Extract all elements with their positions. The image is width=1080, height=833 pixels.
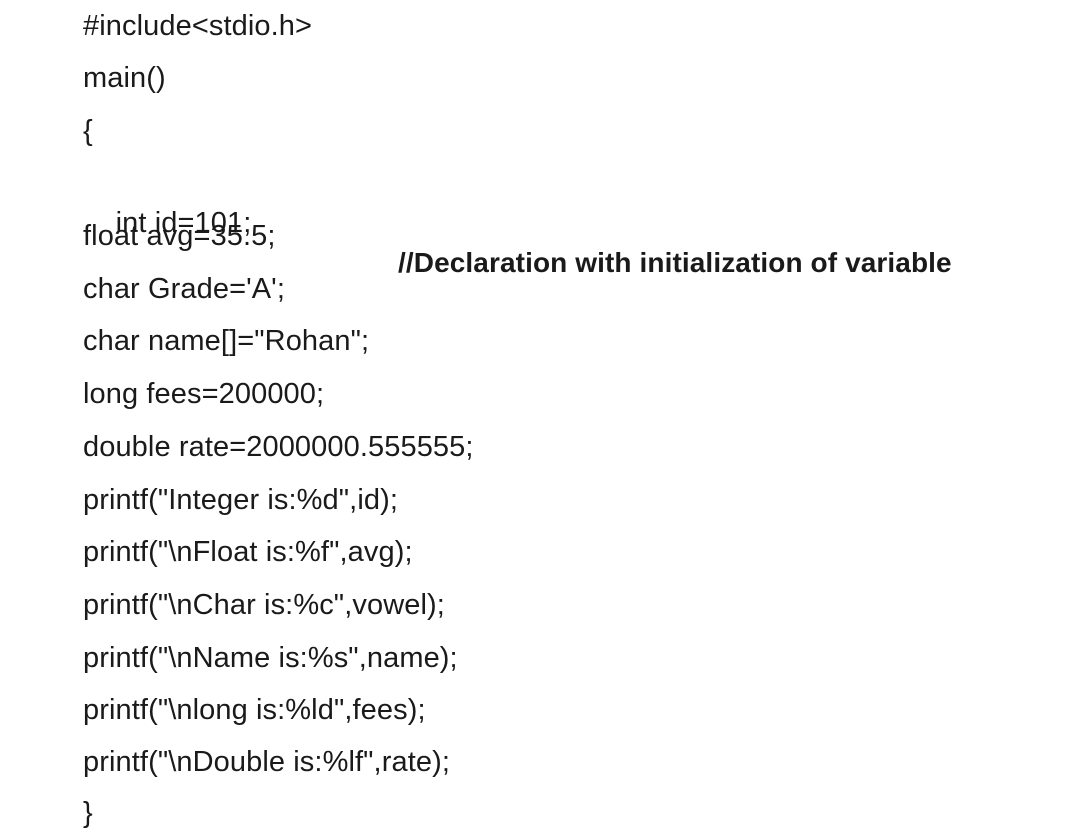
- code-line-open-brace: {: [83, 115, 93, 147]
- code-line-main: main(): [83, 62, 166, 94]
- code-line-printf-integer: printf("Integer is:%d",id);: [83, 484, 399, 516]
- code-document: #include<stdio.h> main() { int id=101; /…: [83, 0, 1073, 831]
- code-line-include: #include<stdio.h>: [83, 10, 313, 42]
- code-line-printf-float: printf("\nFloat is:%f",avg);: [83, 536, 413, 568]
- code-line-float-declaration: float avg=35.5;: [83, 220, 276, 252]
- code-line-printf-name: printf("\nName is:%s",name);: [83, 642, 458, 674]
- code-line-double-declaration: double rate=2000000.555555;: [83, 431, 474, 463]
- code-text-int: int id=101;: [115, 207, 252, 239]
- code-line-int-declaration: int id=101; //Declaration with initializ…: [83, 163, 1073, 278]
- code-line-string-declaration: char name[]="Rohan";: [83, 325, 370, 357]
- code-line-long-declaration: long fees=200000;: [83, 378, 325, 410]
- code-line-printf-char: printf("\nChar is:%c",vowel);: [83, 589, 445, 621]
- code-line-char-declaration: char Grade='A';: [83, 273, 285, 305]
- code-comment: //Declaration with initialization of var…: [398, 247, 952, 278]
- code-line-printf-double: printf("\nDouble is:%lf",rate);: [83, 746, 450, 778]
- code-line-printf-long: printf("\nlong is:%ld",fees);: [83, 694, 426, 726]
- code-line-close-brace: }: [83, 797, 93, 829]
